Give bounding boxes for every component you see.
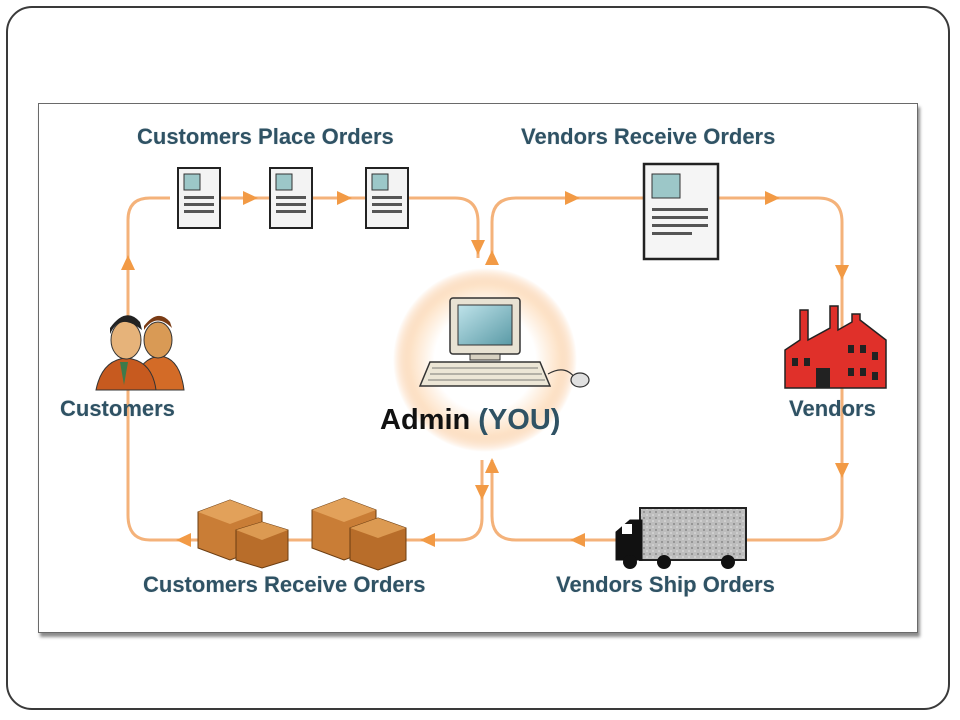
customers-icon	[95, 315, 185, 391]
arrow-right-2	[337, 191, 352, 205]
arrow-right-vendor-2	[765, 191, 780, 205]
truck-icon	[615, 507, 747, 569]
flow-loop-customers	[126, 196, 484, 542]
admin-you-tag: (YOU)	[478, 404, 561, 436]
arrow-down-vendor-2	[835, 463, 849, 478]
label-customers: Customers	[60, 396, 175, 421]
package-boxes-icon	[311, 497, 407, 571]
arrow-up-customers	[121, 255, 135, 270]
arrow-up-admin-bottom	[485, 458, 499, 473]
customer-loop-top	[200, 196, 480, 258]
label-customers-receive-orders: Customers Receive Orders	[143, 572, 426, 597]
arrow-down-vendor-1	[835, 265, 849, 280]
label-vendors-receive-orders: Vendors Receive Orders	[521, 124, 776, 149]
factory-icon	[784, 305, 887, 389]
package-boxes-icon	[197, 499, 289, 569]
label-vendors-ship-orders: Vendors Ship Orders	[556, 572, 775, 597]
arrow-right-1	[243, 191, 258, 205]
order-document-icon	[177, 167, 221, 229]
label-vendors: Vendors	[789, 396, 876, 421]
arrow-up-admin-out	[485, 250, 499, 265]
admin-label: Admin	[380, 404, 471, 436]
arrow-left-receive-1	[420, 533, 435, 547]
arrow-left-ship	[570, 533, 585, 547]
computer-icon	[418, 297, 590, 388]
order-document-icon	[365, 167, 409, 229]
order-document-icon	[269, 167, 313, 229]
label-customers-place-orders: Customers Place Orders	[137, 124, 394, 149]
flow-arrows	[121, 191, 849, 547]
order-document-icon	[642, 162, 720, 261]
customer-loop-left	[126, 196, 484, 542]
arrow-down-admin-in	[471, 240, 485, 255]
arrow-left-receive-2	[176, 533, 191, 547]
admin-you-label: Admin (YOU)	[380, 404, 560, 437]
arrow-right-vendor-1	[565, 191, 580, 205]
arrow-down-admin-bottom	[475, 485, 489, 500]
